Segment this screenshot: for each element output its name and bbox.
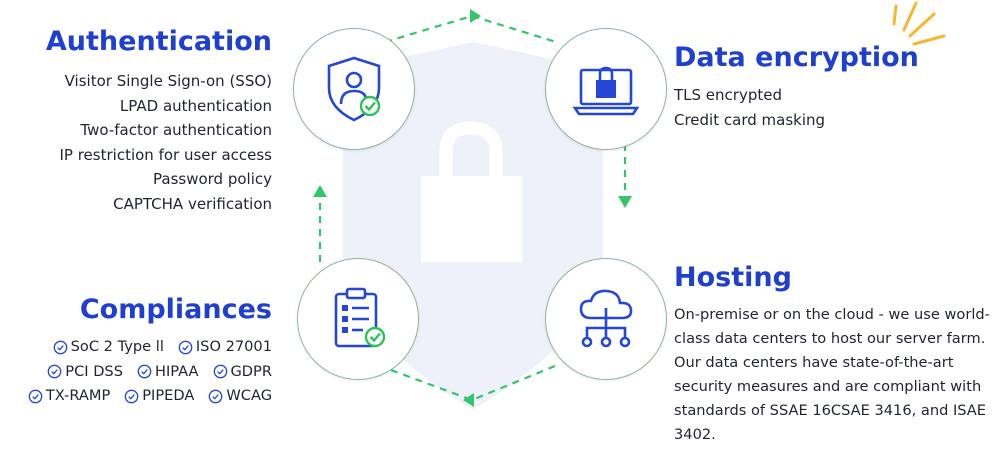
check-circle-icon [124, 389, 139, 404]
list-item: Two-factor authentication [80, 121, 272, 140]
compliance-label: HIPAA [154, 362, 199, 380]
compliance-label: PCI DSS [65, 362, 123, 380]
compliance-badge: WCAG [208, 384, 272, 409]
compliance-label: ISO 27001 [195, 338, 272, 355]
hosting-section: Hosting On-premise or on the cloud - we … [674, 262, 996, 447]
authentication-circle [293, 28, 415, 150]
compliance-label: TX-RAMP [45, 387, 111, 404]
compliance-badge: GDPR [213, 360, 273, 385]
compliance-badge: TX-RAMP [28, 384, 110, 409]
padlock-body [421, 176, 522, 262]
compliance-badge: SoC 2 Type ll [53, 335, 164, 360]
compliance-row: SoC 2 Type ll ISO 27001 [28, 335, 272, 360]
compliance-badge: PIPEDA [124, 384, 194, 409]
check-circle-icon [137, 364, 152, 379]
check-circle-icon [178, 340, 193, 355]
padlock-shackle [439, 121, 503, 177]
arrow-head-right [618, 196, 632, 208]
authentication-heading: Authentication [45, 26, 272, 57]
arrow-head-left [313, 185, 327, 197]
list-item: LPAD authentication [119, 96, 272, 115]
list-item: CAPTCHA verification [113, 194, 272, 213]
hosting-heading: Hosting [674, 262, 792, 293]
list-item: IP restriction for user access [59, 145, 272, 164]
compliance-badge: HIPAA [137, 360, 199, 385]
laptop-lock-icon [572, 66, 640, 116]
list-item: TLS encrypted [674, 86, 782, 104]
sparkle-icon [892, 1, 946, 46]
compliance-badge: ISO 27001 [178, 335, 272, 360]
hosting-description: On-premise or on the cloud - we use worl… [674, 306, 990, 443]
compliances-section: Compliances SoC 2 Type ll ISO 27001 PCI … [28, 294, 272, 409]
check-circle-icon [209, 389, 223, 404]
data-encryption-circle [545, 28, 667, 150]
compliances-circle [297, 258, 419, 380]
compliance-row: TX-RAMP PIPEDA WCAG [28, 384, 272, 409]
compliance-row: PCI DSS HIPAA GDPR [28, 360, 272, 385]
arrow-head-bottom [463, 393, 474, 407]
hosting-circle [545, 258, 667, 380]
compliance-badge: PCI DSS [47, 360, 123, 385]
arrow-head-top [470, 9, 481, 23]
compliances-heading: Compliances [79, 294, 272, 325]
list-item: Credit card masking [674, 110, 826, 129]
compliance-label: WCAG [226, 387, 272, 404]
shield-user-check-icon [327, 56, 381, 122]
compliance-label: PIPEDA [142, 387, 195, 404]
authentication-list: Visitor Single Sign-on (SSO) LPAD authen… [46, 69, 272, 217]
compliance-label: GDPR [230, 362, 273, 380]
list-item: Visitor Single Sign-on (SSO) [64, 72, 272, 90]
clipboard-checklist-icon [334, 287, 386, 348]
check-circle-icon [213, 364, 227, 379]
list-item: Password policy [153, 170, 272, 189]
check-circle-icon [28, 389, 43, 404]
authentication-section: Authentication Visitor Single Sign-on (S… [46, 26, 272, 217]
check-circle-icon [47, 364, 62, 379]
compliance-label: SoC 2 Type ll [70, 338, 164, 355]
cloud-network-icon [579, 289, 633, 348]
data-encryption-heading: Data encryption [674, 42, 919, 73]
check-circle-icon [53, 340, 67, 355]
data-encryption-section: Data encryption TLS encrypted Credit car… [674, 42, 919, 132]
